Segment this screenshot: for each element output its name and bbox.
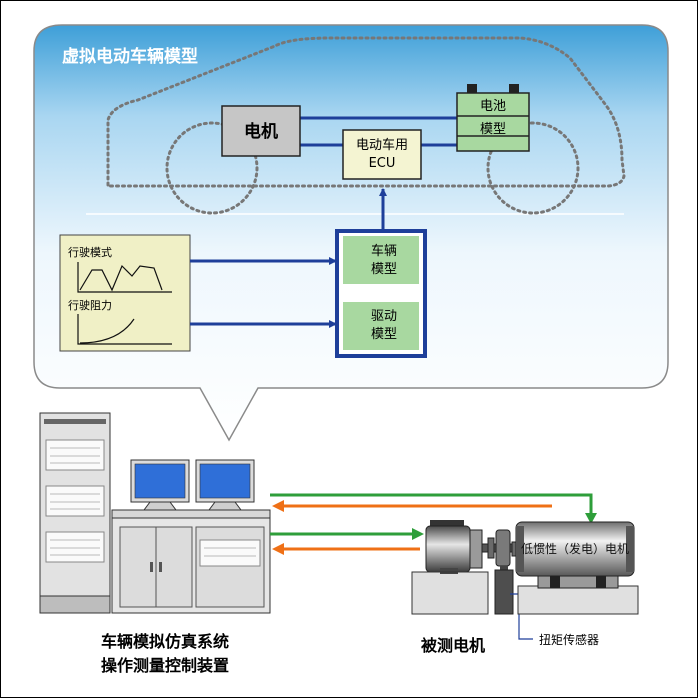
load-motor	[515, 521, 639, 615]
torque-sensor-leader	[510, 593, 533, 640]
monitor-left	[130, 459, 190, 511]
input-panel	[59, 234, 191, 352]
dut-motor-caption: 被测电机	[420, 636, 485, 655]
drive-resistance-label: 行驶阻力	[68, 299, 112, 312]
orange-arrowhead-top	[272, 500, 284, 512]
ecu-line-1: 电动车用	[355, 138, 408, 153]
vehicle-model-line-1: 车辆	[370, 244, 397, 259]
simulator-caption-line-2: 操作测量控制装置	[100, 656, 229, 675]
ecu-block-label: 电动车用 ECU	[343, 137, 421, 173]
monitor-right	[195, 459, 255, 511]
vehicle-model-label: 车辆 模型	[346, 243, 422, 279]
torque-sensor-label: 扭矩传感器	[539, 633, 600, 647]
vehicle-model-line-2: 模型	[370, 262, 397, 277]
drive-model-line-2: 模型	[370, 327, 397, 342]
vehicle-model-block	[343, 236, 419, 284]
motor-block	[221, 105, 301, 157]
green-arrowhead-dut	[412, 528, 424, 540]
simulator-caption-line-1: 车辆模拟仿真系统	[100, 632, 229, 651]
battery-line-1: 电池	[479, 99, 506, 114]
rear-wheel-outline	[486, 121, 580, 215]
drive-model-block	[343, 302, 419, 350]
drive-pattern-graph	[77, 262, 172, 293]
bubble-title: 虚拟电动车辆模型	[62, 47, 198, 67]
drive-model-label: 驱动 模型	[346, 308, 422, 344]
ecu-block	[342, 129, 422, 180]
simulator-rack	[39, 412, 111, 614]
drive-pattern-label: 行驶模式	[68, 246, 112, 259]
car-outline	[106, 36, 626, 188]
control-console	[111, 509, 271, 614]
battery-block	[456, 84, 530, 152]
load-motor-label: 低惯性（发电）电机	[520, 542, 629, 556]
ecu-line-2: ECU	[368, 156, 396, 171]
orange-arrowhead-bottom	[272, 543, 284, 555]
battery-line-2: 模型	[479, 122, 506, 137]
battery-block-label: 电池 模型	[456, 95, 530, 141]
drive-model-line-1: 驱动	[370, 309, 397, 324]
motor-block-label: 电机	[244, 122, 278, 142]
drive-resistance-graph	[77, 314, 172, 345]
front-wheel-outline	[165, 121, 259, 215]
simulator-caption: 车辆模拟仿真系统 操作测量控制装置	[70, 630, 260, 678]
green-arrowhead-load	[585, 513, 597, 524]
torque-sensor-coupling	[481, 529, 519, 615]
bench-stand-left	[411, 571, 489, 615]
green-signal-to-load-motor	[270, 493, 593, 517]
